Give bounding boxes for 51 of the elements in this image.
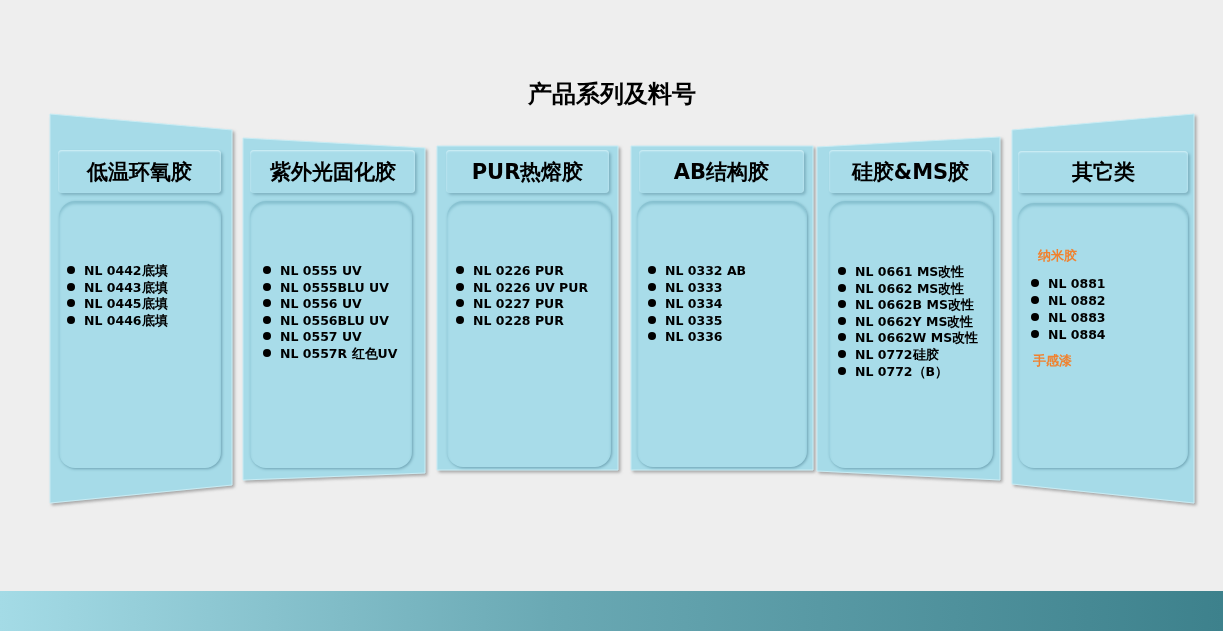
list-item: NL 0884 [1031, 327, 1106, 343]
list-box [59, 201, 221, 468]
list-item: NL 0333 [648, 279, 723, 296]
header-box: PUR热熔胶 [446, 150, 609, 193]
subheading: 手感漆 [1033, 353, 1072, 369]
list-item: NL 0883 [1031, 310, 1106, 326]
list-box [250, 201, 412, 468]
list-item: NL 0335 [648, 312, 723, 329]
list-item: NL 0882 [1031, 293, 1106, 309]
list-item: NL 0772（B） [838, 363, 949, 380]
list-box [637, 201, 807, 467]
list-item: NL 0443底填 [67, 279, 168, 296]
header-box: AB结构胶 [639, 150, 804, 193]
list-item: NL 0442底填 [67, 263, 168, 279]
display-panel [243, 138, 425, 480]
list-item: NL 0446底填 [67, 312, 168, 329]
header-box: 低温环氧胶 [58, 150, 221, 193]
header-box: 其它类 [1018, 151, 1188, 193]
list-box [1018, 203, 1188, 468]
display-panel [631, 146, 813, 470]
display-panel [817, 137, 1000, 480]
display-panel [50, 114, 232, 503]
list-item: NL 0228 PUR [456, 312, 564, 329]
list-item: NL 0556BLU UV [263, 312, 389, 329]
list-box [447, 201, 611, 467]
list-item: NL 0662W MS改性 [838, 330, 979, 347]
header-box: 硅胶&MS胶 [829, 150, 992, 193]
list-item: NL 0227 PUR [456, 296, 564, 313]
list-item: NL 0555BLU UV [263, 279, 389, 296]
display-panel [437, 146, 618, 470]
list-item: NL 0881 [1031, 276, 1106, 292]
list-item: NL 0557 UV [263, 329, 362, 346]
list-item: NL 0661 MS改性 [838, 264, 965, 280]
subheading: 纳米胶 [1038, 248, 1077, 264]
list-item: NL 0557R 红色UV [263, 346, 398, 362]
list-item: NL 0662B MS改性 [838, 297, 974, 314]
list-item: NL 0445底填 [67, 296, 168, 313]
list-item: NL 0556 UV [263, 296, 362, 313]
list-item: NL 0336 [648, 329, 723, 346]
list-item: NL 0662Y MS改性 [838, 313, 974, 330]
list-item: NL 0555 UV [263, 263, 362, 279]
list-item: NL 0226 PUR [456, 263, 564, 279]
title: 产品系列及料号 [527, 80, 696, 108]
list-item: NL 0334 [648, 296, 723, 313]
list-item: NL 0772硅胶 [838, 347, 939, 363]
list-box [829, 201, 993, 468]
list-item: NL 0662 MS改性 [838, 280, 965, 297]
display-panel [1012, 114, 1194, 503]
list-item: NL 0332 AB [648, 263, 747, 279]
header-box: 紫外光固化胶 [250, 150, 415, 193]
list-item: NL 0226 UV PUR [456, 279, 589, 296]
